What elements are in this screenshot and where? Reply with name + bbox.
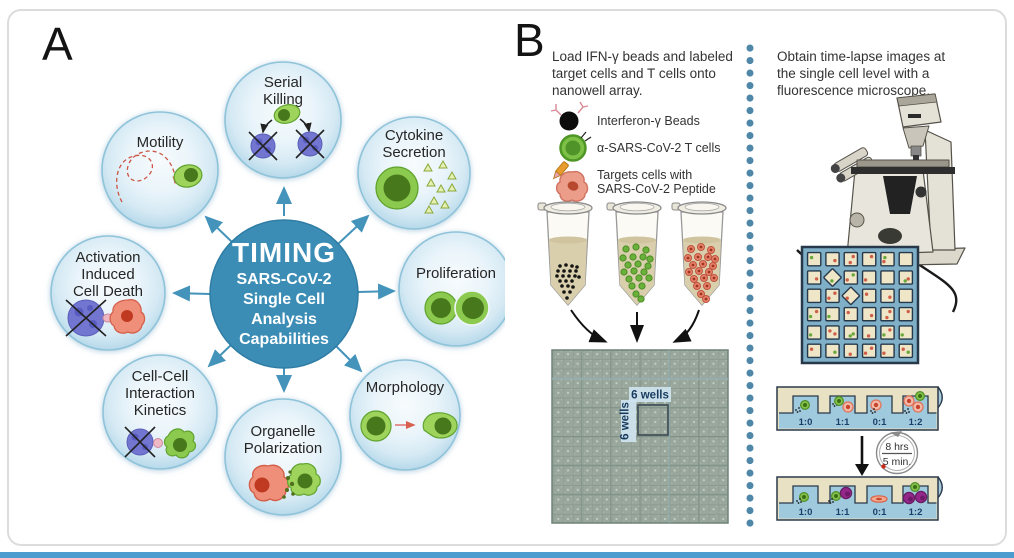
- svg-text:Analysis: Analysis: [251, 311, 317, 328]
- svg-text:SARS-CoV-2: SARS-CoV-2: [236, 271, 331, 288]
- six-wells-vertical-label: 6 wells: [620, 402, 632, 440]
- svg-text:Secretion: Secretion: [382, 144, 445, 161]
- tube-tcells: [606, 201, 662, 307]
- node-proliferation: Proliferation: [398, 231, 505, 347]
- svg-text:0:1: 0:1: [873, 507, 887, 518]
- tube-arrows: [570, 309, 700, 343]
- target-cell-icon: [552, 161, 589, 202]
- center-hub: TIMING SARS-CoV-2 Single Cell Analysis C…: [209, 219, 359, 369]
- svg-text:Polarization: Polarization: [244, 440, 322, 457]
- tube-beads: [537, 201, 593, 307]
- svg-text:Kinetics: Kinetics: [134, 402, 187, 419]
- svg-text:Cytokine: Cytokine: [385, 127, 443, 144]
- radial-arrows: [172, 186, 396, 393]
- panel-a-label: A: [42, 18, 73, 70]
- legend: Interferon-γ Beads α-SARS-CoV-2 T cells …: [550, 101, 720, 202]
- svg-text:Serial: Serial: [264, 74, 302, 91]
- svg-text:Capabilities: Capabilities: [239, 331, 329, 348]
- svg-text:Killing: Killing: [263, 91, 303, 108]
- svg-text:Cell Death: Cell Death: [73, 283, 143, 300]
- nanowell-grid-cells: [806, 251, 914, 359]
- tube-contents: [555, 243, 719, 303]
- svg-text:Cell-Cell: Cell-Cell: [132, 368, 189, 385]
- panel-a-capability-wheel: A Serial Killing: [42, 18, 505, 516]
- svg-text:1:0: 1:0: [799, 507, 813, 518]
- morphology-icon: [360, 410, 458, 442]
- interferon-bead-icon: [550, 101, 589, 131]
- left-instruction: Load IFN-γ beads and labeled target cell…: [552, 49, 733, 98]
- node-organelle-polarization: Organelle Polarization: [224, 398, 342, 516]
- node-cytokine-secretion: Cytokine Secretion: [357, 116, 471, 230]
- tubes: [537, 201, 727, 343]
- timer-duration: 8 hrs: [885, 441, 908, 453]
- timelapse-arrow: [855, 436, 869, 476]
- svg-text:1:1: 1:1: [836, 507, 850, 518]
- svg-text:1:1: 1:1: [836, 417, 850, 428]
- svg-text:1:2: 1:2: [909, 507, 923, 518]
- node-serial-killing: Serial Killing: [224, 61, 342, 179]
- timer-interval: 5 min.: [883, 456, 912, 468]
- hub-title: TIMING: [232, 237, 336, 268]
- node-morphology: Morphology: [349, 359, 461, 471]
- timelapse-grid: [800, 245, 920, 365]
- organelle-icon: [248, 463, 321, 502]
- panel-b-label: B: [514, 14, 545, 66]
- timer-clock: 8 hrs 5 min.: [875, 431, 919, 475]
- nanowell-array: 6 wells 6 wells: [551, 349, 729, 524]
- svg-text:Load IFN-γ beads and labeled: Load IFN-γ beads and labeled: [552, 49, 733, 64]
- svg-text:nanowell array.: nanowell array.: [552, 83, 643, 98]
- legend-label-targets-2: SARS-CoV-2 Peptide: [597, 182, 716, 196]
- svg-text:Induced: Induced: [81, 266, 134, 283]
- svg-text:Single Cell: Single Cell: [243, 291, 325, 308]
- svg-text:0:1: 0:1: [873, 417, 887, 428]
- right-instruction: Obtain time-lapse images at the single c…: [777, 49, 945, 98]
- strip-cell-contents: [795, 391, 928, 505]
- bottom-blue-bar: [0, 552, 1014, 558]
- panel-b-workflow: B Load IFN-γ beads and labeled target ce…: [514, 14, 966, 530]
- six-well-block-outline: [637, 404, 669, 436]
- svg-text:Obtain time-lapse images at: Obtain time-lapse images at: [777, 49, 945, 64]
- node-cell-cell-interaction: Cell-Cell Interaction Kinetics: [102, 354, 218, 470]
- svg-text:Interaction: Interaction: [125, 385, 195, 402]
- svg-text:Morphology: Morphology: [366, 379, 445, 396]
- microscope-icon: [796, 93, 966, 313]
- cell-cell-icon: [124, 426, 197, 459]
- proliferation-icon: [424, 290, 490, 326]
- node-motility: Motility: [101, 111, 219, 229]
- cytokine-icon: [375, 159, 457, 214]
- svg-text:Activation: Activation: [75, 249, 140, 266]
- motility-icon: [116, 150, 203, 203]
- legend-label-targets-1: Targets cells with: [597, 168, 692, 182]
- node-activation-induced-cell-death: Activation Induced Cell Death: [50, 235, 166, 351]
- aicd-icon: [65, 299, 146, 337]
- svg-text:target cells and T cells onto: target cells and T cells onto: [552, 66, 716, 81]
- svg-text:fluorescence microscope.: fluorescence microscope.: [777, 83, 930, 98]
- svg-text:Organelle: Organelle: [250, 423, 315, 440]
- legend-label-beads: Interferon-γ Beads: [597, 114, 700, 128]
- svg-text:1:2: 1:2: [909, 417, 923, 428]
- svg-text:the single cell level with a: the single cell level with a: [777, 66, 930, 81]
- svg-text:Motility: Motility: [137, 134, 184, 151]
- svg-text:1:0: 1:0: [799, 417, 813, 428]
- t-cell-icon: [559, 131, 592, 162]
- serial-killing-icon: [248, 104, 325, 161]
- six-wells-horizontal-label: 6 wells: [631, 390, 669, 402]
- legend-label-tcells: α-SARS-CoV-2 T cells: [597, 141, 720, 155]
- svg-text:Proliferation: Proliferation: [416, 265, 496, 282]
